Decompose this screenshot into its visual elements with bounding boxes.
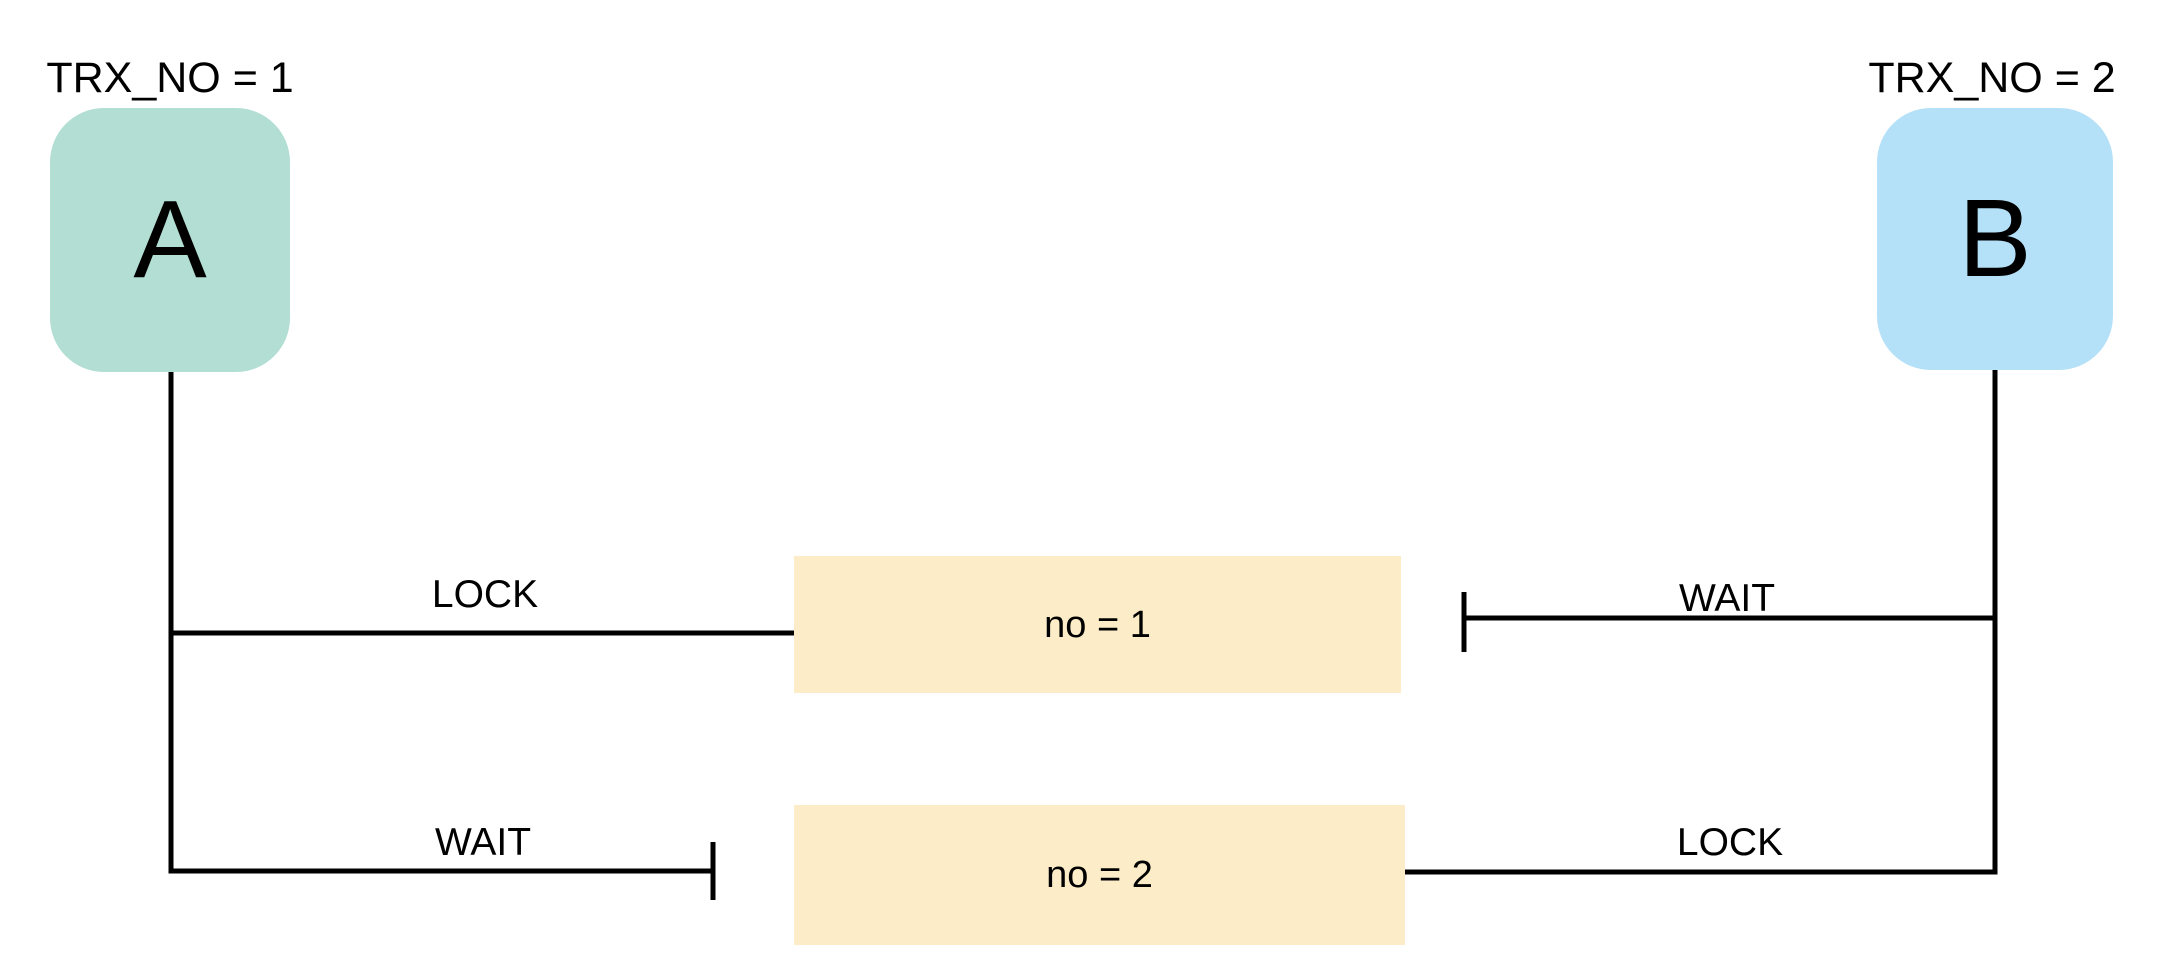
transaction-node-b: B — [1877, 108, 2113, 370]
edge-label-lock-b-no2: LOCK — [1676, 821, 1784, 864]
transaction-node-a: A — [50, 108, 290, 372]
edge-label-wait-b-no1: WAIT — [1678, 577, 1776, 620]
record-row-no2-label: no = 2 — [1046, 854, 1153, 896]
transaction-letter-a: A — [133, 178, 207, 301]
trx-b-connector-line — [1403, 364, 1998, 875]
record-row-no1-label: no = 1 — [1044, 603, 1151, 646]
trx-no-label-a: TRX_NO = 1 — [46, 54, 294, 102]
record-row-no2: no = 2 — [794, 805, 1405, 945]
trx-no-label-b: TRX_NO = 2 — [1868, 54, 2116, 102]
edge-label-lock-a-no1: LOCK — [431, 573, 539, 616]
record-row-no1: no = 1 — [794, 556, 1401, 693]
trx-a-connector-line — [168, 370, 713, 874]
edge-label-wait-a-no2: WAIT — [434, 821, 532, 864]
transaction-letter-b: B — [1958, 177, 2032, 300]
